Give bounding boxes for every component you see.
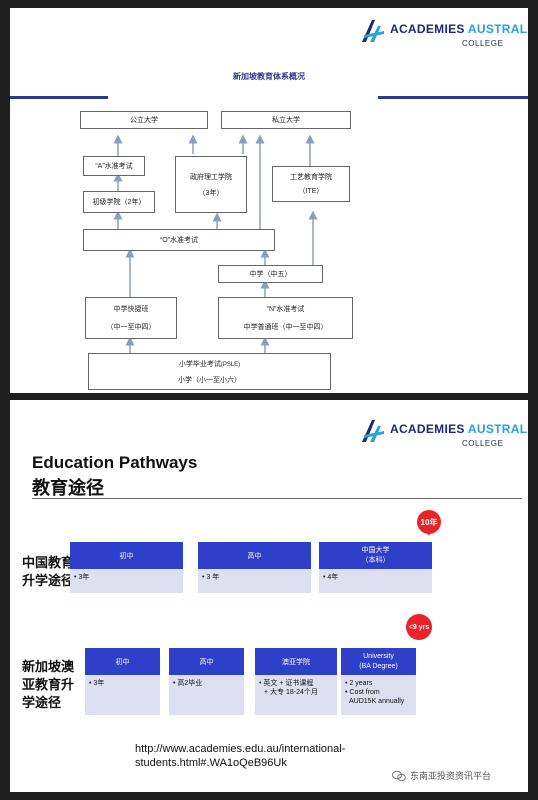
box-private-university: 私立大学 [221,111,351,129]
card-china-high-school: 高中 • 3 年 [198,542,311,593]
slide-education-system: ACADEMIES AUSTRALASIA COLLEGE 新加坡教育体系概况 [10,8,528,393]
slide1-title: 新加坡教育体系概况 [233,72,305,81]
card-head: 初中 [85,648,160,675]
logo-brand: ACADEMIES AUSTRALASIA [390,422,528,436]
card-body: • 3 年 [198,569,311,593]
china-pathway-label: 中国教育 升学途径 [22,555,75,588]
card-head: 澳亚学院 [255,648,337,675]
box-express-stream: 中学快捷班（中一至中四） [85,297,177,339]
card-china-university: 中国大学 （本科） • 4年 [319,542,432,593]
slide2-title: Education Pathways [32,453,198,472]
logo-mark-icon [362,420,384,442]
card-sg-junior-middle: 初中 • 3年 [85,648,160,715]
card-body: • 2 years • Cost from AUD15K annually [341,675,416,715]
card-sg-high-school: 高中 • 高2毕业 [169,648,244,715]
card-head: 初中 [70,542,183,569]
badge-10-years: 10年 [417,510,441,536]
card-head: 中国大学 （本科） [319,542,432,569]
logo-college: COLLEGE [462,439,504,448]
badge-under-9-years: <9 yrs [406,614,432,640]
sg-pathway-label: 新加坡澳 亚教育升 学途径 [22,659,75,710]
wechat-icon [392,770,406,781]
academies-logo: ACADEMIES AUSTRALASIA COLLEGE [360,16,528,58]
logo-mark-icon [362,20,384,42]
title-rule [32,498,522,499]
box-public-university: 公立大学 [80,111,208,129]
logo-brand: ACADEMIES AUSTRALASIA [390,22,528,36]
card-head: 高中 [169,648,244,675]
slide2-subtitle: 教育途径 [32,478,104,498]
box-a-level: “A”水准考试 [83,156,145,176]
watermark: 东南亚投资资讯平台 [392,769,491,782]
card-body: • 英文 + 证书课程 + 大专 18-24个月 [255,675,337,715]
flow-arrows [113,134,318,353]
box-secondary-5: 中学（中五） [218,265,323,283]
logo-college: COLLEGE [462,39,504,48]
card-sg-university: University (BA Degree) • 2 years • Cost … [341,648,416,715]
card-body: • 高2毕业 [169,675,244,715]
slide-education-pathways: ACADEMIES AUSTRALASIA COLLEGE Education … [10,400,528,792]
box-o-level: “O”水准考试 [83,229,275,251]
academies-logo-2: ACADEMIES AUSTRALASIA COLLEGE [360,416,528,458]
card-head: 高中 [198,542,311,569]
card-body: • 3年 [85,675,160,715]
card-sg-academies-college: 澳亚学院 • 英文 + 证书课程 + 大专 18-24个月 [255,648,337,715]
box-primary-psle: 小学毕业考试(PSLE) 小学（小一至小六） [88,353,331,390]
website-url[interactable]: http://www.academies.edu.au/internationa… [135,743,346,769]
box-polytechnic: 政府理工学院（3年） [175,156,247,213]
card-china-junior-middle: 初中 • 3年 [70,542,183,593]
title-rule-right [378,96,528,99]
card-body: • 4年 [319,569,432,593]
title-rule-left [10,96,108,99]
card-body: • 3年 [70,569,183,593]
box-ite: 工艺教育学院（ITE） [272,166,350,202]
box-junior-college: 初级学院（2年） [83,191,155,213]
box-normal-stream: “N”水准考试中学普通班（中一至中四） [218,297,353,339]
card-head: University (BA Degree) [341,648,416,675]
